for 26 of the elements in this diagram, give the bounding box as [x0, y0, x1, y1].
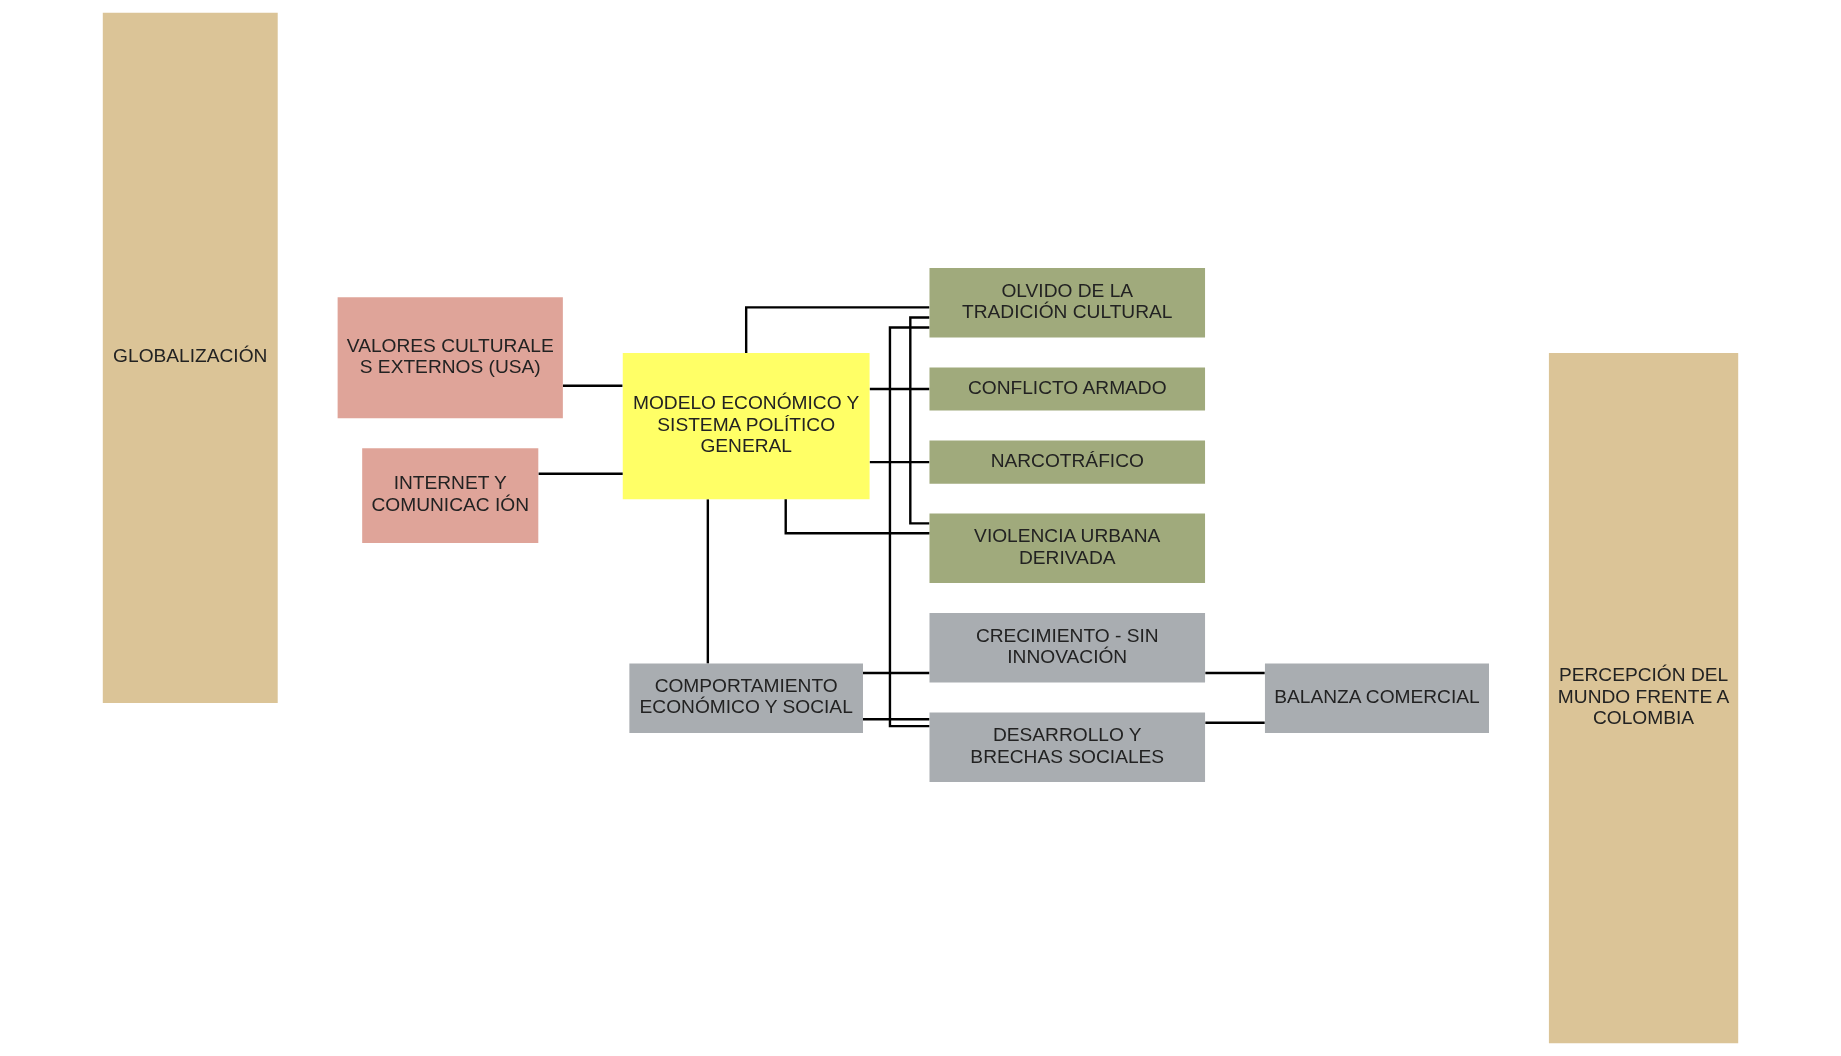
connector — [863, 718, 930, 721]
node-box: COMPORTAMIENTO ECONÓMICO Y SOCIAL — [629, 663, 863, 733]
connector — [909, 316, 930, 525]
connector — [538, 472, 623, 475]
node-box: DESARROLLO Y BRECHAS SOCIALES — [929, 712, 1206, 782]
connector — [869, 460, 930, 464]
connector — [744, 306, 930, 353]
node-box: CONFLICTO ARMADO — [929, 367, 1206, 411]
connector — [1205, 721, 1265, 724]
connector — [869, 387, 930, 391]
connector — [784, 499, 930, 535]
node-box: NARCOTRÁFICO — [929, 440, 1206, 484]
node-box: MODELO ECONÓMICO Y SISTEMA POLÍTICO GENERAL — [622, 353, 870, 500]
connector — [888, 326, 930, 728]
connector — [706, 499, 710, 664]
node-box: BALANZA COMERCIAL — [1264, 663, 1489, 733]
connector — [562, 384, 623, 387]
connector — [863, 671, 930, 675]
node-box: GLOBALIZACIÓN — [102, 12, 278, 703]
node-box: PERCEPCIÓN DEL MUNDO FRENTE A COLOMBIA — [1548, 353, 1739, 1044]
node-box: INTERNET Y COMUNICAC IÓN — [362, 448, 539, 543]
connector — [1205, 671, 1265, 675]
node-box: VALORES CULTURALE S EXTERNOS (USA) — [337, 297, 563, 419]
node-box: OLVIDO DE LA TRADICIÓN CULTURAL — [929, 268, 1206, 338]
node-box: CRECIMIENTO - SIN INNOVACIÓN — [929, 613, 1206, 683]
node-box: VIOLENCIA URBANA DERIVADA — [929, 513, 1206, 584]
